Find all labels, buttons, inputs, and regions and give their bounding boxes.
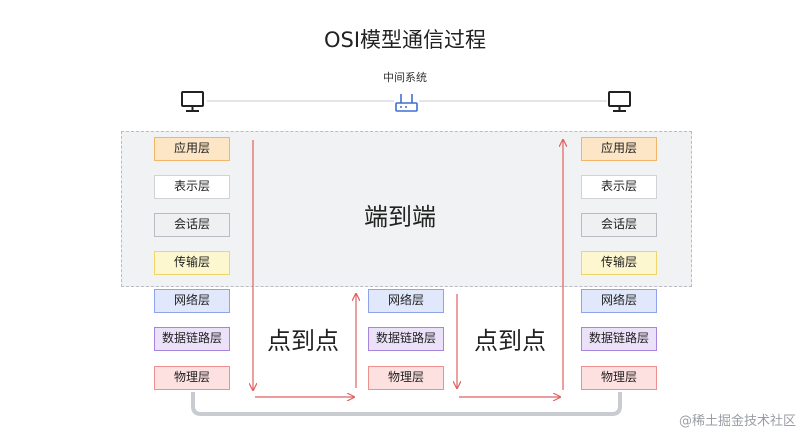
right-application-layer: 应用层 (581, 137, 657, 161)
right-physical-layer: 物理层 (581, 366, 657, 390)
physical-medium-connector (191, 392, 622, 416)
left-datalink-layer: 数据链路层 (154, 327, 230, 351)
end-to-end-label: 端到端 (364, 203, 436, 231)
left-application-layer: 应用层 (154, 137, 230, 161)
right-transport-layer: 传输层 (581, 251, 657, 275)
middle-datalink-layer: 数据链路层 (368, 327, 444, 351)
right-datalink-layer: 数据链路层 (581, 327, 657, 351)
middle-network-layer: 网络层 (368, 289, 444, 313)
diagram-title: OSI模型通信过程 (323, 28, 487, 52)
left-transport-layer: 传输层 (154, 251, 230, 275)
left-network-layer: 网络层 (154, 289, 230, 313)
computer-icon (181, 91, 204, 112)
right-session-layer: 会话层 (581, 213, 657, 237)
point-to-point-label-left: 点到点 (267, 327, 339, 355)
middle-physical-layer: 物理层 (368, 366, 444, 390)
left-physical-layer: 物理层 (154, 366, 230, 390)
right-presentation-layer: 表示层 (581, 175, 657, 199)
watermark: @稀土掘金技术社区 (678, 414, 796, 429)
intermediate-system-label: 中间系统 (383, 71, 427, 84)
right-network-layer: 网络层 (581, 289, 657, 313)
left-presentation-layer: 表示层 (154, 175, 230, 199)
router-icon (395, 94, 418, 112)
point-to-point-label-right: 点到点 (474, 327, 546, 355)
left-session-layer: 会话层 (154, 213, 230, 237)
computer-icon (608, 91, 631, 112)
